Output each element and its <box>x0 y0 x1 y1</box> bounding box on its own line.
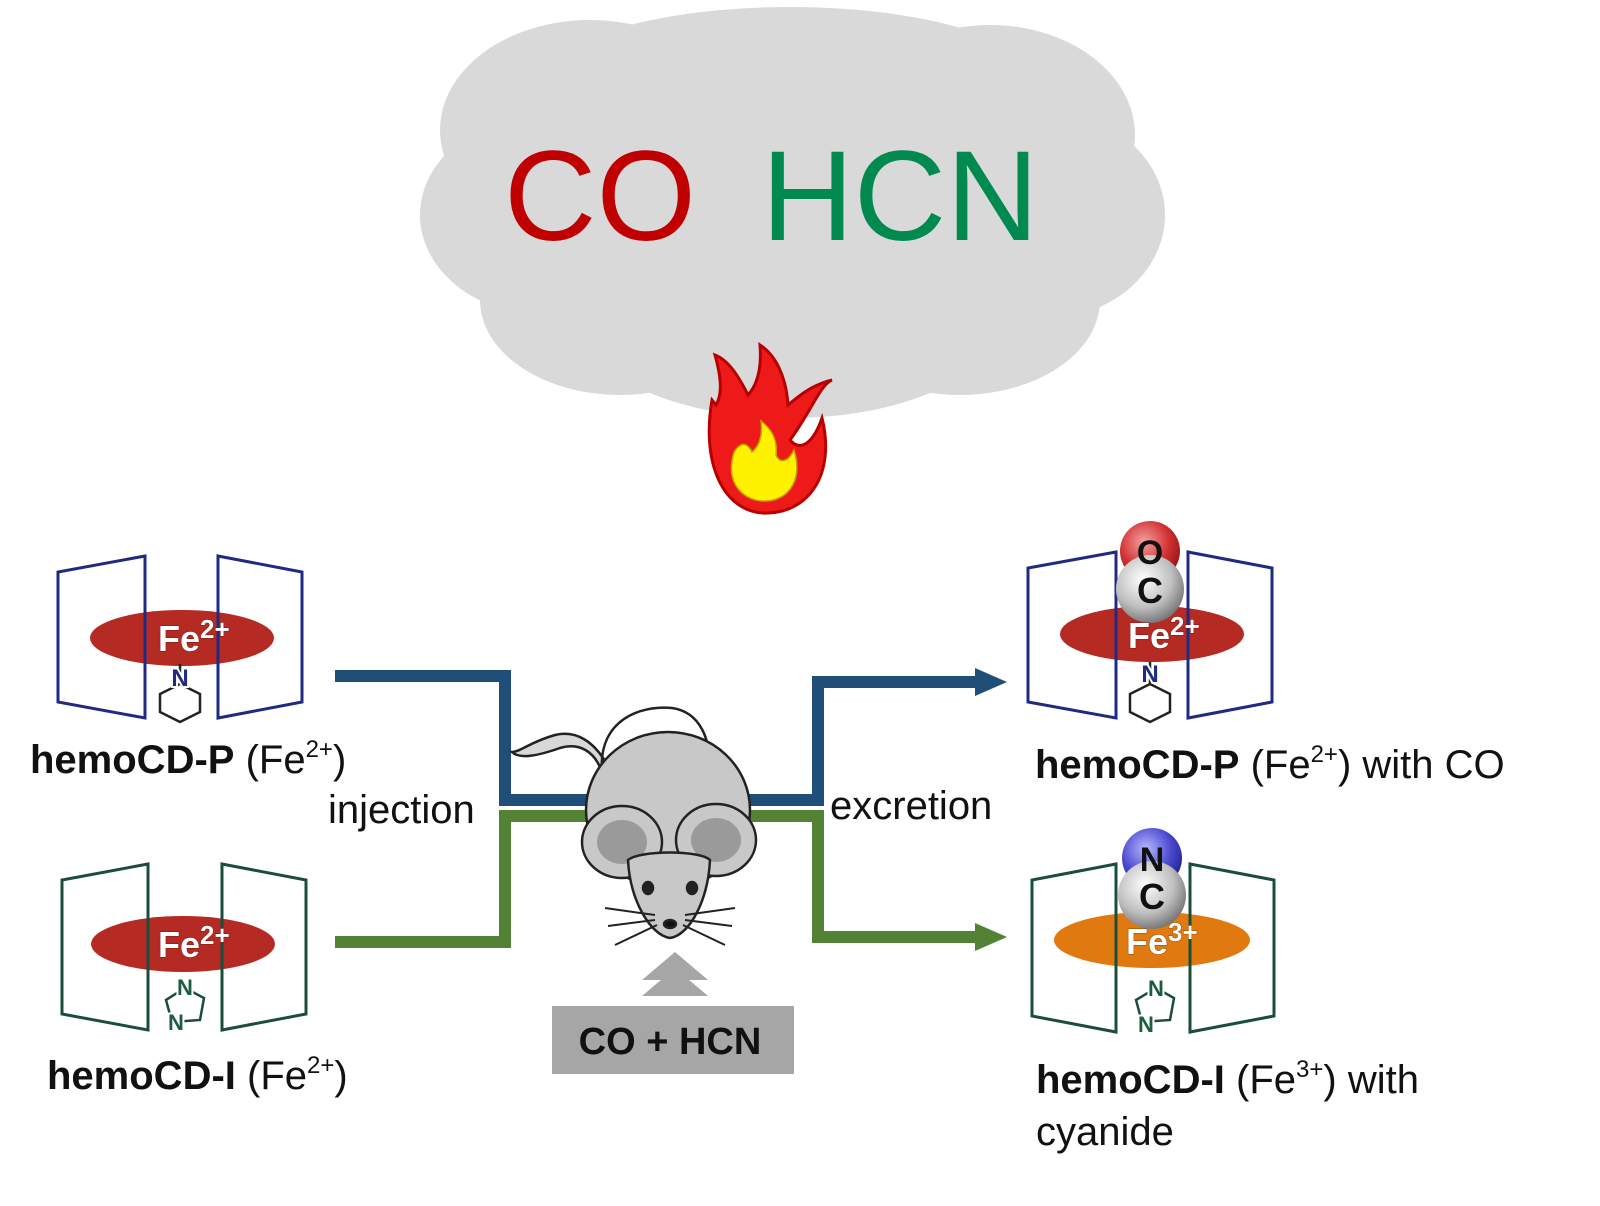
compound-name: hemoCD-I <box>1036 1058 1225 1102</box>
iron-charge: 2+ <box>200 614 230 644</box>
oxidation-charge: 2+ <box>305 736 333 763</box>
oxidation-open: (Fe <box>1236 1058 1297 1102</box>
iron-charge: 2+ <box>200 920 230 950</box>
compound-name: hemoCD-P <box>1035 743 1240 787</box>
iron-label: Fe2+ <box>1128 611 1200 656</box>
mouse-icon <box>508 706 758 946</box>
cloud-hcn-label: HCN <box>761 125 1038 268</box>
excretion-label: excretion <box>830 784 993 828</box>
hemocd-p-co-molecule: N O C Fe2+ <box>1026 521 1274 724</box>
nitrogen-label: N <box>1140 841 1165 879</box>
compound-name: hemoCD-P <box>30 738 235 782</box>
oxidation-close: ) with CO <box>1337 743 1505 787</box>
pyridine-icon <box>158 664 202 724</box>
excretion-path-blue <box>745 676 975 806</box>
iron-symbol: Fe <box>1128 615 1170 656</box>
up-arrow-icon <box>642 952 708 996</box>
exposure-label: CO + HCN <box>579 1021 762 1063</box>
exposure-box <box>552 1006 794 1074</box>
iron-label: Fe3+ <box>1126 917 1198 962</box>
iron-charge: 2+ <box>1170 611 1200 641</box>
ligand-n-label: N <box>1141 661 1158 688</box>
ligand-n-top-label: N <box>1148 976 1164 1001</box>
ligand-n-label: N <box>171 665 188 692</box>
oxidation-close: ) with <box>1323 1058 1419 1102</box>
injection-label: injection <box>328 788 475 832</box>
oxygen-label: O <box>1137 534 1163 572</box>
oxidation-close: ) <box>332 738 347 782</box>
fire-icon <box>707 342 833 515</box>
excretion-arrowhead-blue <box>975 668 1007 696</box>
hemocd-p-right-label: hemoCD-P (Fe2+) with CO <box>1035 743 1505 787</box>
hemocd-i-right-label-line2: cyanide <box>1036 1110 1174 1154</box>
oxidation-charge: 2+ <box>1310 741 1338 768</box>
hemocd-i-right-label: hemoCD-I (Fe3+) with <box>1036 1058 1419 1102</box>
iron-symbol: Fe <box>1126 921 1168 962</box>
oxidation-charge: 3+ <box>1296 1056 1324 1083</box>
iron-symbol: Fe <box>158 618 200 659</box>
ligand-n-bottom-label: N <box>1138 1012 1154 1037</box>
carbon-label: C <box>1137 570 1163 611</box>
iron-symbol: Fe <box>158 924 200 965</box>
imidazole-icon <box>164 986 206 1024</box>
injection-path-blue <box>335 670 600 806</box>
hemocd-i-left-label: hemoCD-I (Fe2+) <box>47 1054 348 1098</box>
compound-name: hemoCD-I <box>47 1054 236 1098</box>
iron-label: Fe2+ <box>158 920 230 965</box>
iron-charge: 3+ <box>1168 917 1198 947</box>
carbon-label: C <box>1139 876 1165 917</box>
excretion-arrowhead-green <box>975 923 1007 951</box>
hemocd-i-left-molecule: N N Fe2+ <box>60 862 308 1037</box>
ligand-n-bottom-label: N <box>168 1010 184 1035</box>
iron-label: Fe2+ <box>158 614 230 659</box>
imidazole-icon <box>1134 986 1176 1024</box>
hemocd-p-left-label: hemoCD-P (Fe2+) <box>30 738 347 782</box>
injection-path-green <box>335 810 600 948</box>
ligand-n-top-label: N <box>177 975 193 1000</box>
pyridine-icon <box>1128 662 1172 724</box>
oxidation-close: ) <box>334 1054 348 1098</box>
oxidation-charge: 2+ <box>307 1052 335 1079</box>
carbon-atom-icon <box>1118 861 1186 929</box>
hemocd-i-cn-molecule: N N N C Fe3+ <box>1030 828 1276 1039</box>
smoke-cloud <box>420 7 1165 418</box>
excretion-path-green <box>745 810 975 943</box>
cloud-co-label: CO <box>504 125 696 268</box>
oxidation-open: (Fe <box>247 1054 308 1098</box>
oxidation-open: (Fe <box>1250 743 1311 787</box>
carbon-atom-icon <box>1116 555 1184 623</box>
oxidation-open: (Fe <box>245 738 306 782</box>
hemocd-p-left-molecule: N Fe2+ <box>56 554 304 724</box>
